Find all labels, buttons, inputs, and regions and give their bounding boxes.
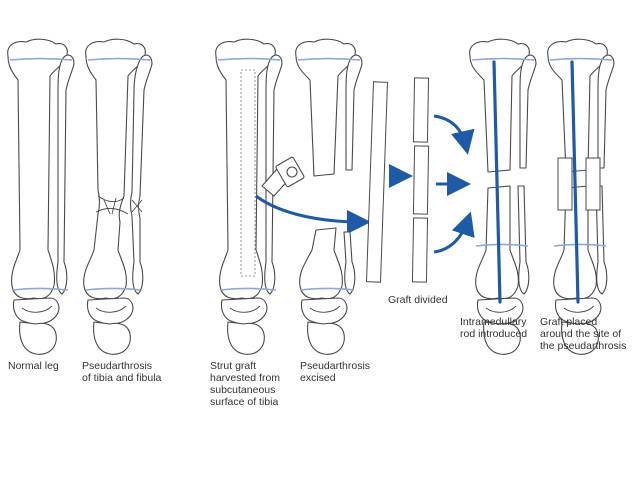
arrow-top: [433, 114, 475, 155]
label-excised: Pseudarthrosis excised: [300, 360, 371, 384]
strut-graft-leg-illustration: [215, 38, 305, 355]
harvest-arrow: [255, 194, 371, 234]
divided-graft-pieces: [411, 77, 430, 283]
label-strut-graft: Strut graft harvested from subcutaneous …: [210, 360, 281, 408]
label-rod-introduced: Intramedullary rod introduced: [460, 316, 528, 340]
oscillating-saw-icon: [261, 156, 305, 197]
label-normal-leg: Normal leg: [8, 360, 59, 372]
growth-plate-line: [9, 57, 73, 61]
intramedullary-rod: [492, 60, 502, 304]
intramedullary-rod-2: [570, 60, 580, 304]
label-pseudarthrosis: Pseudarthrosis of tibia and fibula: [82, 360, 162, 384]
rod-leg-illustration: [469, 38, 537, 355]
normal-leg-illustration: [7, 38, 75, 355]
label-graft-placed: Graft placed around the site of the pseu…: [540, 316, 627, 352]
graft-placed-leg-illustration: [547, 38, 615, 355]
placed-graft-block: [557, 157, 573, 211]
pseudarthrosis-leg-illustration: [83, 38, 153, 355]
arrow-bottom: [433, 211, 475, 254]
excised-leg-illustration: [295, 38, 363, 355]
harvested-strut-outline: [240, 69, 256, 277]
label-graft-divided: Graft divided: [388, 294, 448, 306]
harvested-graft-strip: [365, 81, 389, 283]
